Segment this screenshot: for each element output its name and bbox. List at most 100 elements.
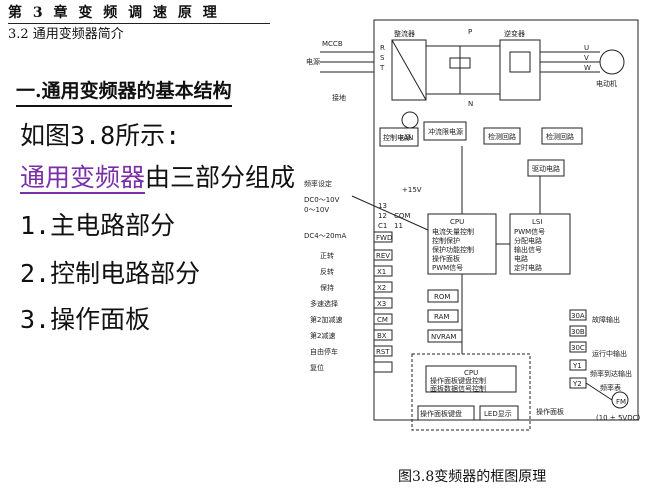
label-panel-item-2: 面板数据信号控制 <box>430 384 486 393</box>
label-panel-keys: 操作面板键盘 <box>420 409 462 418</box>
label-term-30b: 30B <box>571 328 585 336</box>
label-accel: 第2加减速 <box>310 315 342 324</box>
label-term-30a: 30A <box>571 312 585 320</box>
label-term-fm: FM <box>616 398 626 406</box>
panel-keys-block <box>417 405 475 421</box>
label-term-p: P <box>468 28 472 36</box>
label-term-fwd: FWD <box>376 234 392 242</box>
detect-block-1 <box>483 127 521 145</box>
block-diagram-svg: 整流器 逆变器 MCCB 电源 接地 电动机 FAN 控制电源 冲流限电源 检测… <box>304 19 640 431</box>
drive-block <box>527 159 565 177</box>
label-detect-1: 检测回路 <box>488 132 516 141</box>
label-fault-out: 故障输出 <box>592 315 620 324</box>
label-cpu-item-3: 保护功能控制 <box>432 245 474 254</box>
label-in-10v: 0～10V <box>304 206 329 214</box>
label-lsi-item-5: 定时电路 <box>514 263 542 272</box>
label-hold: 保持 <box>320 283 334 292</box>
label-running-out: 运行中输出 <box>592 349 627 358</box>
label-speed-sel: 多速选择 <box>310 299 338 308</box>
label-term-u: U <box>584 44 589 52</box>
label-term-11: 11 <box>394 222 403 230</box>
label-cpu-item-2: 控制保护 <box>432 236 460 245</box>
label-panel-cpu: CPU <box>464 369 478 377</box>
led-block <box>479 405 519 421</box>
chapter-title: 第 3 章 变 频 调 速 原 理 <box>8 4 270 24</box>
fan-symbol <box>401 111 419 129</box>
label-rectifier: 整流器 <box>394 29 415 38</box>
label-term-12: 12 <box>378 212 387 220</box>
list-item-main-circuit: 1.主电路部分 <box>20 211 176 240</box>
label-panel-title: 操作面板 <box>536 407 564 416</box>
label-mccb: MCCB <box>322 40 343 48</box>
label-term-x1: X1 <box>377 268 386 276</box>
label-ram: RAM <box>434 313 449 321</box>
label-reset: 复位 <box>310 363 324 372</box>
label-control-power: 控制电源 <box>383 133 411 142</box>
label-led: LED显示 <box>484 410 512 418</box>
label-meter-val: (10 ± 5VDC) <box>596 414 640 422</box>
list-item-control-circuit: 2.控制电路部分 <box>20 259 201 288</box>
label-in-dc10: DC0～10V <box>304 196 340 204</box>
label-term-rev: REV <box>376 252 390 260</box>
panel-cpu-block <box>425 365 517 393</box>
intro-line: 如图3.8所示: <box>20 121 181 150</box>
label-lsi-item-3: 输出信号 <box>514 245 542 254</box>
section-title: 3.2 通用变频器简介 <box>8 27 124 42</box>
label-coast: 自由停车 <box>310 347 338 356</box>
label-detect-2: 检测回路 <box>546 132 574 141</box>
label-ground: 接地 <box>332 93 346 102</box>
label-term-bx: BX <box>377 332 387 340</box>
label-inverter: 逆变器 <box>504 29 525 38</box>
inverter-block <box>499 39 541 101</box>
rom-block <box>427 289 459 303</box>
composition-text: 由三部分组成 <box>145 163 296 192</box>
label-term-y1: Y1 <box>572 362 582 370</box>
inverter-link[interactable]: 通用变频器 <box>20 163 146 194</box>
label-lsi-item-4: 电路 <box>514 254 528 263</box>
rectifier-block <box>391 39 427 101</box>
label-term-v: V <box>584 54 589 62</box>
label-drive: 驱动电路 <box>532 164 560 173</box>
label-cpu-item-4: 操作面板 <box>432 254 460 263</box>
label-term-y2: Y2 <box>572 380 582 388</box>
label-term-w: W <box>584 64 591 72</box>
section-heading: 一.通用变频器的基本结构 <box>16 76 232 107</box>
ram-block <box>427 309 459 323</box>
output-terminals <box>569 309 629 409</box>
control-power-block <box>379 127 419 147</box>
label-term-n: N <box>468 100 473 108</box>
label-nvram: NVRAM <box>431 333 456 341</box>
label-fwd: 正转 <box>320 251 334 260</box>
list-item-operation-panel: 3.操作面板 <box>20 305 151 334</box>
operation-panel-block <box>411 353 531 431</box>
label-term-13: 13 <box>378 202 387 210</box>
label-motor: 电动机 <box>596 79 617 88</box>
label-freq-out: 频率到达输出 <box>590 369 632 378</box>
chapter-header: 第 3 章 变 频 调 速 原 理 3.2 通用变频器简介 <box>8 4 270 44</box>
label-term-t: T <box>379 64 385 72</box>
label-jog: 第2减速 <box>310 331 335 340</box>
label-term-c1: C1 <box>378 222 387 230</box>
label-lsi-item-2: 分配电路 <box>514 236 542 245</box>
label-panel-item-1: 操作面板键盘控制 <box>430 376 486 385</box>
composition-line: 通用变频器由三部分组成 <box>20 158 295 194</box>
label-rom: ROM <box>434 293 450 301</box>
detect-block-2 <box>541 127 583 145</box>
label-v15: +15V <box>402 186 422 194</box>
label-lsi: LSI <box>532 218 542 226</box>
label-lsi-item-1: PWM信号 <box>514 227 545 236</box>
label-in-dc4: DC4～20mA <box>304 232 346 240</box>
relay-power-block <box>423 121 467 141</box>
label-cpu-item-1: 电流矢量控制 <box>432 227 474 236</box>
input-terminals <box>351 195 429 373</box>
label-term-cm: CM <box>377 316 388 324</box>
label-term-x3: X3 <box>377 300 386 308</box>
figure-caption: 图3.8变频器的框图原理 <box>398 469 547 485</box>
motor-symbol <box>599 49 625 75</box>
label-fan: FAN <box>400 134 413 142</box>
label-freq-meter: 频率表 <box>600 383 621 392</box>
label-term-rst: RST <box>376 348 390 356</box>
block-diagram: 整流器 逆变器 MCCB 电源 接地 电动机 FAN 控制电源 冲流限电源 检测… <box>300 0 667 460</box>
label-freq-setting: 频率设定 <box>304 179 332 188</box>
label-term-x2: X2 <box>377 284 386 292</box>
